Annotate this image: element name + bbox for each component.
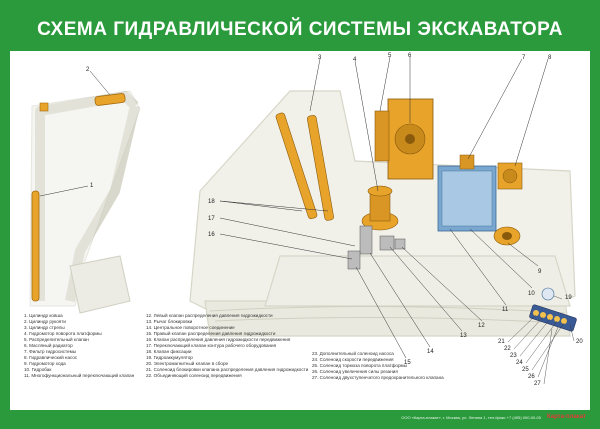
legend-item: 9. Гидромотор хода — [24, 361, 66, 366]
accumulator — [541, 287, 555, 301]
callout-4: 4 — [353, 57, 357, 63]
page-title: СХЕМА ГИДРАВЛИЧЕСКОЙ СИСТЕМЫ ЭКСКАВАТОРА — [37, 19, 563, 40]
callout-24: 24 — [516, 360, 523, 366]
callout-10: 10 — [528, 291, 535, 297]
callout-25: 25 — [522, 367, 529, 373]
boom-cylinder-left — [275, 112, 318, 220]
callout-leaders-solenoid — [507, 295, 575, 385]
legend-item: 12. Левый клапан распределения давления … — [146, 313, 273, 318]
solenoid-block — [529, 304, 577, 332]
legend-item: 6. Масляный радиатор — [24, 343, 73, 348]
footer-address: ООО «Карта-плакат», г. Москва, ул. Ленин… — [401, 414, 542, 420]
legend-item: 21. Соленоид блокировки клапана распреде… — [146, 367, 309, 372]
callout-22: 22 — [504, 346, 511, 352]
swing-motor — [361, 185, 399, 231]
title-bar: СХЕМА ГИДРАВЛИЧЕСКОЙ СИСТЕМЫ ЭКСКАВАТОРА — [10, 9, 590, 51]
legend-column-2: 12. Левый клапан распределения давления … — [146, 313, 308, 379]
legend-item: 1. Цилиндр ковша — [24, 313, 63, 318]
legend-item: 7. Фильтр гидросистемы — [24, 349, 77, 354]
travel-motor — [493, 226, 521, 246]
legend-item: 4. Гидромотор поворота платформы — [24, 331, 102, 336]
callout-12: 12 — [478, 323, 485, 329]
callout-19: 19 — [565, 295, 572, 301]
legend-item: 20. Электромагнитный клапан в сборе — [146, 361, 229, 366]
legend-item: 17. Переключающий клапан контура рабочег… — [146, 343, 277, 348]
legend-item: 22. Объединяющий соленоид передвижения — [146, 373, 242, 378]
callout-17: 17 — [208, 216, 215, 222]
bucket-cylinder — [31, 190, 40, 302]
callout-16: 16 — [208, 232, 215, 238]
footer: ООО «Карта-плакат», г. Москва, ул. Ленин… — [10, 410, 590, 424]
callout-6: 6 — [408, 53, 412, 59]
excavator-diagram: 1 2 3 4 5 6 7 8 9 10 11 12 13 14 15 16 1… — [29, 53, 583, 387]
oil-radiator — [387, 98, 434, 180]
legend-item: 15. Правый клапан распределения давления… — [146, 331, 276, 336]
legend-item: 16. Клапан распределения давления гидрож… — [146, 337, 291, 342]
legend-item: 27. Соленоид двухступенчатого предохрани… — [312, 375, 444, 380]
hydraulic-filter — [459, 154, 475, 170]
callout-18: 18 — [208, 199, 215, 205]
tracks — [209, 305, 566, 324]
legend-item: 24. Соленоид скорости передвижения — [312, 357, 394, 362]
callout-9: 9 — [538, 269, 542, 275]
publisher-logo: Карта-плакат — [547, 414, 586, 420]
callout-21: 21 — [498, 339, 505, 345]
callout-26: 26 — [528, 374, 535, 380]
legend-item: 26. Соленоид увеличения силы резания — [312, 369, 398, 374]
callout-2: 2 — [86, 67, 90, 73]
legend-item: 23. Дополнительный соленоид насоса — [312, 351, 394, 356]
arm-cylinder — [94, 93, 126, 106]
legend-item: 18. Клапан фиксации — [146, 349, 192, 354]
callout-20: 20 — [576, 339, 583, 345]
callout-5: 5 — [388, 53, 392, 59]
callout-3: 3 — [318, 55, 322, 61]
center-swivel-group — [347, 225, 406, 270]
distributor-valve — [374, 110, 390, 162]
callout-13: 13 — [460, 333, 467, 339]
legend-item: 14. Центральное поворотное соединение — [146, 325, 235, 330]
callout-23: 23 — [510, 353, 517, 359]
boom-cylinder-right — [307, 115, 334, 221]
callout-27: 27 — [534, 381, 541, 387]
boom-fill — [29, 90, 141, 314]
hydraulic-tank — [437, 165, 497, 232]
legend-item: 5. Распределительный клапан — [24, 337, 89, 342]
legend-item: 13. Рычаг блокировки — [146, 319, 193, 324]
legend-item: 10. Гидробак — [24, 367, 52, 372]
callout-14: 14 — [427, 349, 434, 355]
legend-item: 11. Многофункциональный переключающий кл… — [24, 373, 135, 378]
legend-item: 2. Цилиндр рукояти — [24, 319, 66, 324]
leader-lines — [39, 56, 549, 359]
callout-15: 15 — [404, 360, 411, 366]
callout-numbers: 1 2 3 4 5 6 7 8 9 10 11 12 13 14 15 16 1… — [86, 53, 583, 387]
boom-pin — [39, 102, 49, 112]
callout-11: 11 — [502, 307, 509, 313]
legend-item: 3. Цилиндр стрелы — [24, 325, 65, 330]
callout-7: 7 — [522, 55, 526, 61]
hydraulic-pump — [497, 162, 523, 190]
legend-item: 19. Гидроаккумулятор — [146, 355, 193, 360]
callout-8: 8 — [548, 55, 552, 61]
callout-1: 1 — [90, 183, 94, 189]
diagram-panel: 1 2 3 4 5 6 7 8 9 10 11 12 13 14 15 16 1… — [10, 51, 590, 410]
legend-item: 8. Гидравлический насос — [24, 355, 78, 360]
legend-item: 25. Соленоид тормоза поворота платформы — [312, 363, 407, 368]
